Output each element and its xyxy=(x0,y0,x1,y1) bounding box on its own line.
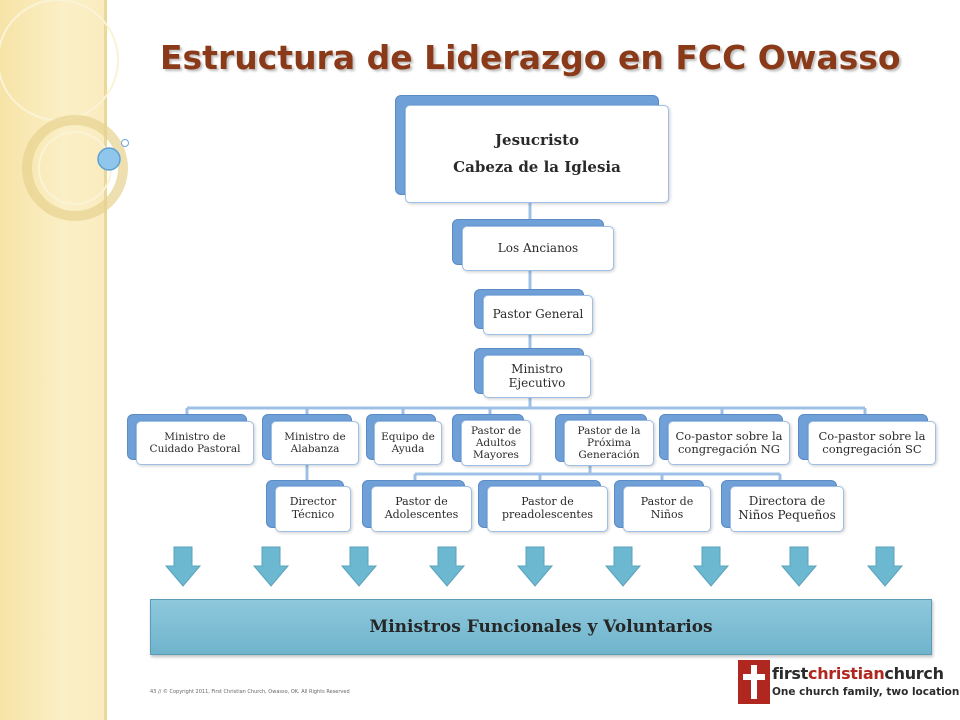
node-cuidado-pastoral: Ministro de Cuidado Pastoral xyxy=(127,414,255,466)
node-adolescentes-label: Pastor de Adolescentes xyxy=(371,486,472,532)
node-pastor-general: Pastor General xyxy=(474,289,593,335)
node-ninos-label: Pastor de Niños xyxy=(623,486,711,532)
node-ninos-pequenos: Directora de Niños Pequeños xyxy=(721,480,845,534)
functional-ministries-band: Ministros Funcionales y Voluntarios xyxy=(150,599,932,655)
functional-ministries-label: Ministros Funcionales y Voluntarios xyxy=(369,617,713,637)
node-copastor-ng-label: Co-pastor sobre la congregación NG xyxy=(668,421,790,465)
node-equipo-ayuda-label: Equipo de Ayuda xyxy=(374,421,442,465)
down-arrow-icon xyxy=(692,546,730,587)
node-equipo-ayuda: Equipo de Ayuda xyxy=(366,414,443,466)
node-copastor-sc: Co-pastor sobre la congregación SC xyxy=(798,414,938,466)
down-arrow-icon xyxy=(340,546,378,587)
node-adolescentes: Pastor de Adolescentes xyxy=(362,480,473,534)
down-arrow-icon xyxy=(164,546,202,587)
logo-wordmark: firstchristianchurch xyxy=(772,664,944,683)
down-arrow-icon xyxy=(428,546,466,587)
node-proxima-generacion-label: Pastor de la Próxima Generación xyxy=(564,420,654,466)
logo-word-christian: christian xyxy=(808,664,885,683)
node-cuidado-pastoral-label: Ministro de Cuidado Pastoral xyxy=(136,421,254,465)
node-jesucristo-sublabel: Cabeza de la Iglesia xyxy=(453,158,621,176)
down-arrow-icon xyxy=(780,546,818,587)
logo-tagline: One church family, two locations. xyxy=(772,686,960,698)
node-ancianos: Los Ancianos xyxy=(452,219,614,271)
node-alabanza: Ministro de Alabanza xyxy=(262,414,360,466)
node-pastor-general-label: Pastor General xyxy=(483,295,593,335)
node-preadolescentes: Pastor de preadolescentes xyxy=(478,480,609,534)
church-logo: firstchristianchurch One church family, … xyxy=(738,660,960,706)
node-proxima-generacion: Pastor de la Próxima Generación xyxy=(555,414,655,468)
node-adultos-mayores-label: Pastor de Adultos Mayores xyxy=(461,420,531,466)
node-ministro-ejecutivo-label: Ministro Ejecutivo xyxy=(483,355,591,398)
node-ninos: Pastor de Niños xyxy=(614,480,712,534)
node-ministro-ejecutivo: Ministro Ejecutivo xyxy=(474,348,592,400)
node-ancianos-label: Los Ancianos xyxy=(462,226,614,271)
node-jesucristo: Jesucristo Cabeza de la Iglesia xyxy=(395,95,670,205)
node-preadolescentes-label: Pastor de preadolescentes xyxy=(487,486,608,532)
down-arrow-icon xyxy=(516,546,554,587)
node-director-tecnico-label: Director Técnico xyxy=(275,486,351,532)
page-title: Estructura de Liderazgo en FCC Owasso xyxy=(160,38,901,77)
down-arrow-icon xyxy=(866,546,904,587)
node-jesucristo-label: Jesucristo xyxy=(494,130,580,149)
node-ninos-pequenos-label: Directora de Niños Pequeños xyxy=(730,486,844,532)
logo-word-church: church xyxy=(884,664,944,683)
node-alabanza-label: Ministro de Alabanza xyxy=(271,421,359,465)
node-copastor-sc-label: Co-pastor sobre la congregación SC xyxy=(808,421,936,465)
circle-decoration xyxy=(0,0,129,221)
copyright-footer: 43 // © Copyright 2011, First Christian … xyxy=(150,689,350,695)
node-copastor-ng: Co-pastor sobre la congregación NG xyxy=(659,414,791,466)
down-arrow-icon xyxy=(252,546,290,587)
node-adultos-mayores: Pastor de Adultos Mayores xyxy=(452,414,532,468)
node-director-tecnico: Director Técnico xyxy=(266,480,352,534)
logo-word-first: first xyxy=(772,664,809,683)
down-arrow-icon xyxy=(604,546,642,587)
cross-logo-icon xyxy=(738,660,770,704)
sidebar-edge xyxy=(104,0,107,720)
